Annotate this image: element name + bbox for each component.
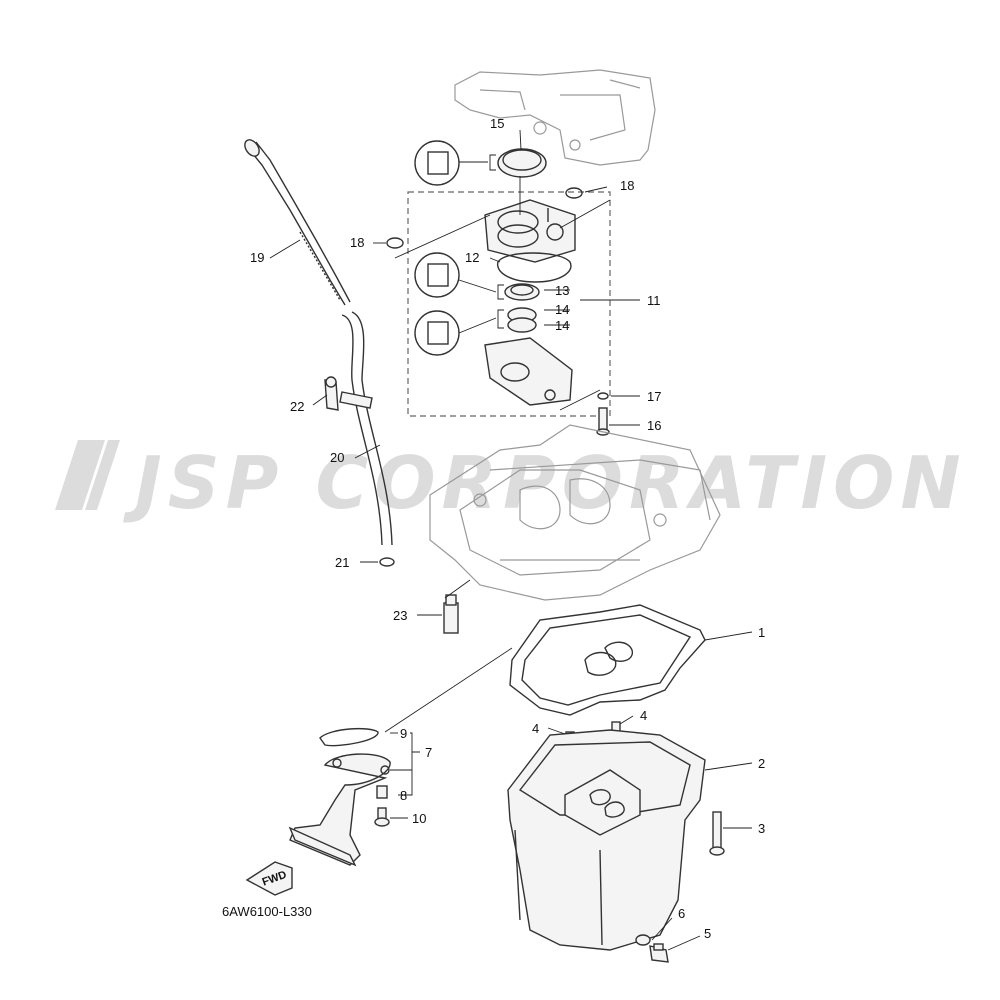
- callout-20: 20: [330, 450, 344, 465]
- part-12-oring: [497, 252, 572, 283]
- part-13-ring: [504, 283, 540, 301]
- part-14-gears: [507, 307, 537, 333]
- lube-symbol-2: [414, 252, 460, 298]
- oil-pump-assembly-box: [407, 191, 611, 417]
- callout-8: 8: [400, 788, 407, 803]
- callout-9: 9: [400, 726, 407, 741]
- forward-arrow-icon: FWD: [245, 861, 293, 896]
- callout-15: 15: [490, 116, 504, 131]
- watermark: JSP CORPORATION: [55, 440, 967, 525]
- callout-23: 23: [393, 608, 407, 623]
- callout-18: 18: [350, 235, 364, 250]
- part-2-oil-pan: [507, 729, 706, 951]
- callout-16: 16: [647, 418, 661, 433]
- pump-housing-upper: [484, 199, 576, 263]
- callout-18: 18: [620, 178, 634, 193]
- callout-21: 21: [335, 555, 349, 570]
- callout-14: 14: [555, 302, 569, 317]
- callout-19: 19: [250, 250, 264, 265]
- callout-labels: 15 18 18 19 12 13 11 14 14 17 16 22 20 2…: [250, 116, 765, 941]
- part-22-bolt: [324, 376, 339, 411]
- part-23-pressure-switch: [443, 594, 459, 634]
- callout-6: 6: [678, 906, 685, 921]
- callout-13: 13: [555, 283, 569, 298]
- diagram-code: 6AW6100-L330: [222, 904, 312, 919]
- callout-5: 5: [704, 926, 711, 941]
- pump-cover-lower: [484, 337, 573, 406]
- lube-symbol-1: [414, 140, 460, 186]
- watermark-text: JSP CORPORATION: [123, 441, 967, 525]
- lube-symbol-3: [414, 310, 460, 356]
- callout-11: 11: [647, 293, 661, 308]
- leader-lines: [269, 129, 753, 951]
- part-10-bolt: [374, 807, 390, 827]
- callout-4: 4: [640, 708, 647, 723]
- part-7-oil-strainer: [288, 753, 391, 867]
- callout-7: 7: [425, 745, 432, 760]
- part-8-dowel: [376, 785, 388, 799]
- part-15-seal: [497, 148, 547, 178]
- callout-10: 10: [412, 811, 426, 826]
- callout-3: 3: [758, 821, 765, 836]
- brackets: [458, 154, 504, 334]
- part-16-bolt: [596, 407, 610, 436]
- part-5-drain-plug: [649, 943, 669, 963]
- callout-4: 4: [532, 721, 539, 736]
- part-20-dipstick-tube: [339, 311, 393, 546]
- engine-lower-case: [429, 424, 721, 601]
- part-9-strainer-gasket: [319, 727, 379, 747]
- part-1-gasket: [509, 604, 706, 716]
- callout-22: 22: [290, 399, 304, 414]
- callout-2: 2: [758, 756, 765, 771]
- callout-1: 1: [758, 625, 765, 640]
- part-17-washer: [597, 392, 609, 400]
- callout-12: 12: [465, 250, 479, 265]
- part-19-dipstick: [244, 139, 351, 306]
- callout-17: 17: [647, 389, 661, 404]
- callout-14: 14: [555, 318, 569, 333]
- part-18-oring-right: [565, 187, 583, 199]
- part-6-gasket: [635, 934, 651, 946]
- part-18-oring-left: [386, 237, 404, 249]
- engine-block-ghost: [454, 69, 656, 166]
- part-21-oring: [379, 557, 395, 567]
- part-3-bolt: [709, 811, 725, 856]
